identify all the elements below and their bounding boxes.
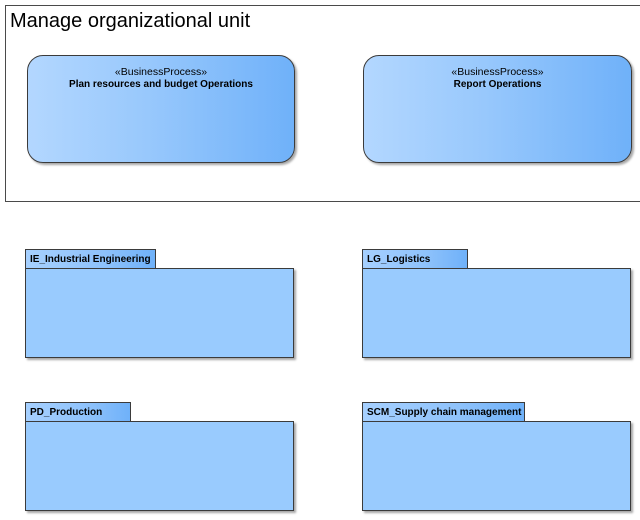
diagram-frame: Manage organizational unit «BusinessProc… (5, 5, 640, 202)
package-body (362, 421, 631, 511)
process-stereotype: «BusinessProcess» (451, 66, 544, 78)
diagram-title: Manage organizational unit (10, 10, 251, 32)
business-process-report-operations[interactable]: «BusinessProcess» Report Operations (363, 55, 632, 163)
package-tab-label: SCM_Supply chain management (362, 402, 525, 422)
process-name: Plan resources and budget Operations (69, 79, 253, 90)
package-tab-label: LG_Logistics (362, 249, 468, 269)
process-stereotype: «BusinessProcess» (114, 66, 208, 78)
package-tab-label: PD_Production (25, 402, 131, 422)
business-process-plan-resources[interactable]: «BusinessProcess» Plan resources and bud… (27, 55, 295, 163)
process-name: Report Operations (453, 79, 542, 90)
package-body (25, 421, 294, 511)
package-body (362, 268, 631, 358)
package-body (25, 268, 294, 358)
package-tab-label: IE_Industrial Engineering (25, 249, 156, 269)
